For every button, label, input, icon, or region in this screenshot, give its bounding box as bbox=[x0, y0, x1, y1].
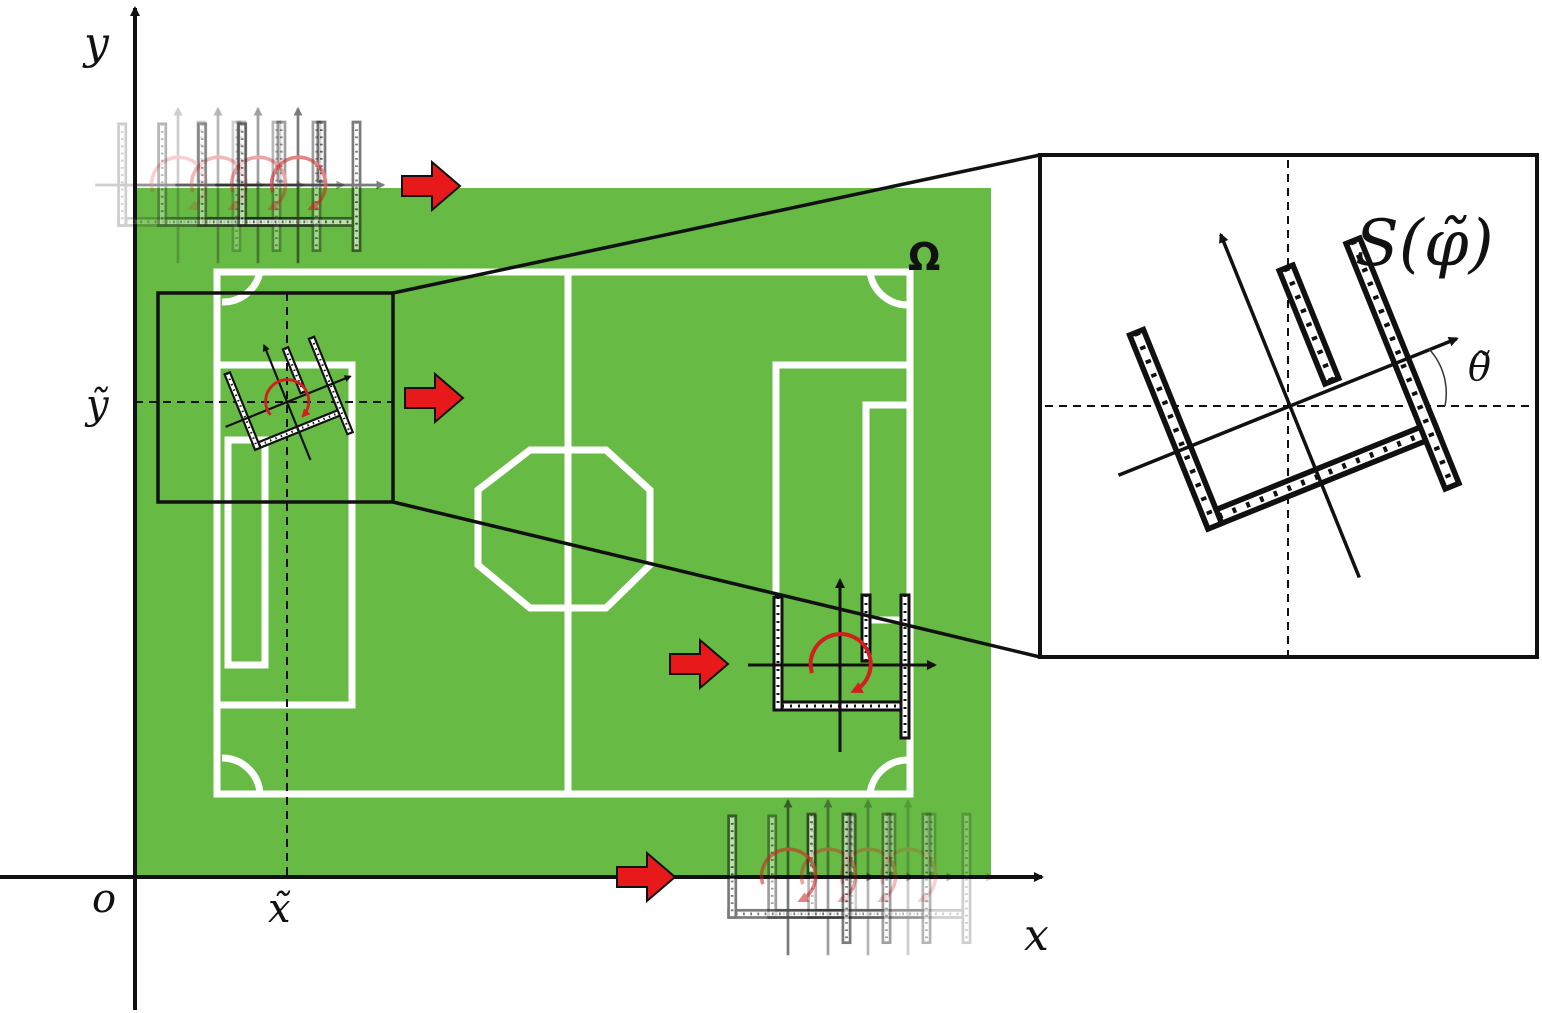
theta-tilde-label: θ̃ bbox=[1468, 345, 1491, 389]
x-tilde-label: x̃ bbox=[268, 886, 291, 932]
sensor-model-inset bbox=[1038, 153, 1539, 659]
zoom-connector-bottom bbox=[392, 500, 1041, 659]
zoom-connector-top bbox=[392, 153, 1041, 295]
y-axis-label: y bbox=[82, 18, 110, 69]
sensor-model-label: S(φ̃) bbox=[1355, 207, 1494, 281]
field-region-label: Ω bbox=[908, 235, 940, 279]
origin-label: o bbox=[92, 876, 116, 922]
zoom-box bbox=[156, 291, 395, 504]
y-tilde-label: ỹ bbox=[84, 382, 110, 428]
soccer-field bbox=[135, 188, 991, 877]
x-axis-label: x bbox=[1024, 910, 1049, 961]
